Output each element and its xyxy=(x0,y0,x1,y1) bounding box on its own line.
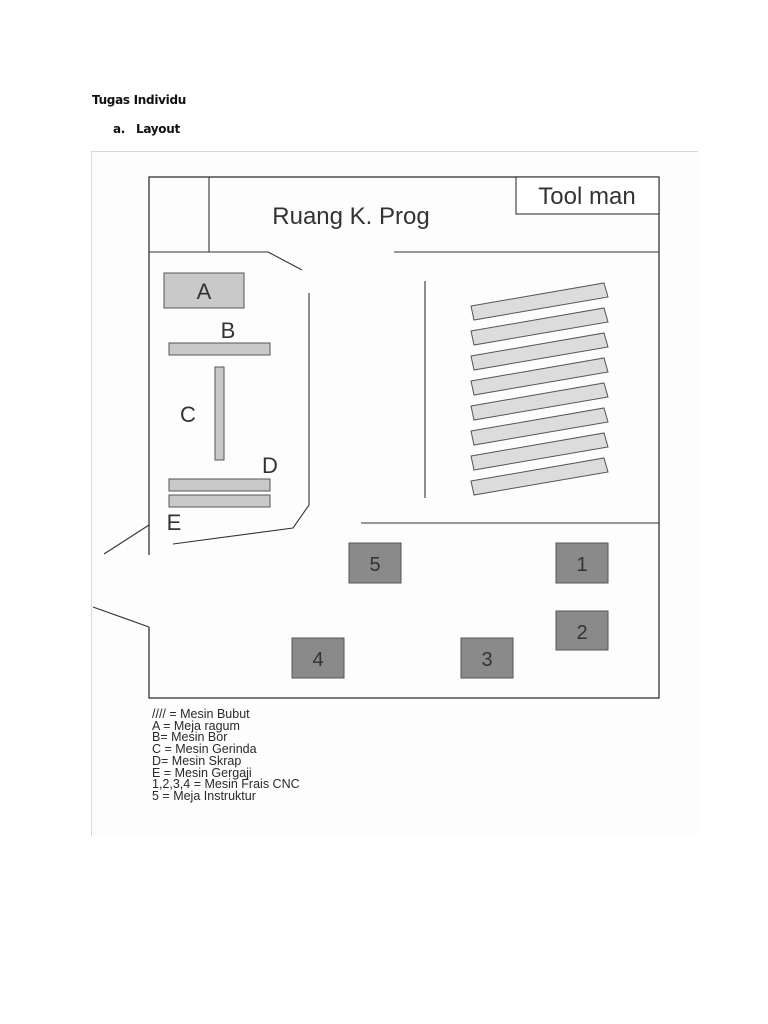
cnc-machine-1-label: 1 xyxy=(576,554,587,576)
cnc-machine-4 xyxy=(291,637,345,679)
doc-heading: Tugas Individu xyxy=(92,93,186,107)
legend-item: B= Mesin Bor xyxy=(152,730,228,745)
machine-a-label: A xyxy=(197,279,212,304)
cnc-machine-1 xyxy=(555,542,609,584)
left-bay-wall xyxy=(172,293,310,545)
doc-subheading: Layout xyxy=(136,122,180,136)
tool-room-box xyxy=(515,176,660,215)
lathe-machine xyxy=(470,382,609,421)
outer-wall xyxy=(148,176,660,699)
door-line-upper xyxy=(103,524,150,555)
machine-c-label: C xyxy=(180,402,196,427)
instructor-table-5 xyxy=(348,542,402,584)
door-line-lower xyxy=(92,606,150,628)
machine-e-mesin-gergaji xyxy=(168,494,271,508)
machine-b-mesin-bor xyxy=(168,342,271,356)
room-title: Ruang K. Prog xyxy=(272,203,429,230)
lathe-machine xyxy=(470,357,609,396)
machine-a-meja-ragum xyxy=(163,272,245,309)
legend-item: 5 = Meja Instruktur xyxy=(152,788,256,803)
legend-item: 1,2,3,4 = Mesin Frais CNC xyxy=(152,777,300,792)
legend-item: D= Mesin Skrap xyxy=(152,753,242,768)
legend-item: A = Meja ragum xyxy=(152,718,240,733)
legend-item: C = Mesin Gerinda xyxy=(152,742,257,757)
legend-item: E = Mesin Gergaji xyxy=(152,765,252,780)
layout-figure xyxy=(91,151,698,836)
legend: //// = Mesin Bubut A = Meja ragum B= Mes… xyxy=(152,707,300,803)
machine-d-label: D xyxy=(262,453,278,478)
doc-subheading-line: a. Layout xyxy=(113,122,180,136)
cnc-machine-3 xyxy=(460,637,514,679)
lathe-machine xyxy=(470,332,609,371)
list-marker: a. xyxy=(113,122,126,136)
machine-c-mesin-gerinda xyxy=(214,366,225,461)
partition-angled xyxy=(267,251,303,271)
lathe-group xyxy=(470,282,609,496)
lathe-machine xyxy=(470,407,609,446)
cnc-machine-2 xyxy=(555,610,609,651)
lathe-machine xyxy=(470,307,609,346)
lathe-machine xyxy=(470,457,609,496)
machine-e-label: E xyxy=(167,510,182,535)
cnc-machine-2-label: 2 xyxy=(576,622,587,644)
cnc-machine-4-label: 4 xyxy=(312,649,323,671)
lathe-machine xyxy=(470,432,609,471)
machine-d-mesin-skrap xyxy=(168,478,271,492)
machine-b-label: B xyxy=(221,318,236,343)
cnc-machine-3-label: 3 xyxy=(481,649,492,671)
entrance-gap xyxy=(146,555,152,627)
tool-room-label: Tool man xyxy=(538,183,635,210)
instructor-table-label: 5 xyxy=(369,554,380,576)
legend-item: //// = Mesin Bubut xyxy=(152,707,250,721)
lathe-machine xyxy=(470,282,609,321)
